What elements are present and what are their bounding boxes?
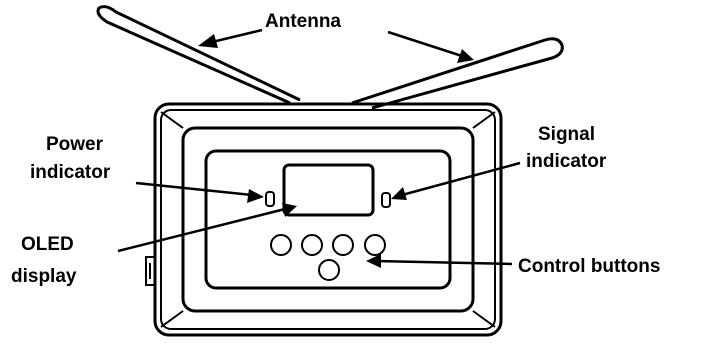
control-buttons-label: Control buttons	[518, 256, 660, 277]
power-indicator-label-line2: indicator	[30, 162, 111, 183]
signal-indicator-led	[381, 192, 391, 208]
power-indicator-label-line1: Power	[46, 134, 104, 155]
right-antenna	[351, 37, 564, 110]
oled-display-arrow	[117, 203, 297, 253]
control-button-5[interactable]	[318, 259, 340, 281]
control-button-3[interactable]	[332, 234, 354, 256]
signal-indicator-label-line1: Signal	[538, 124, 595, 145]
control-button-4[interactable]	[364, 234, 386, 256]
control-buttons-arrow	[366, 254, 513, 268]
oled-display	[282, 163, 375, 217]
signal-indicator-arrow	[391, 161, 521, 200]
oled-display-label-line1: OLED	[21, 234, 74, 255]
signal-indicator-label-line2: indicator	[526, 151, 607, 172]
device-housing	[145, 102, 503, 337]
control-button-group	[270, 234, 386, 281]
control-button-2[interactable]	[301, 234, 323, 256]
antenna-label: Antenna	[265, 11, 341, 32]
left-antenna	[96, 5, 301, 105]
oled-display-label-line2: display	[11, 266, 77, 287]
antenna-right-arrow	[387, 30, 474, 63]
antenna-left-arrow	[198, 28, 263, 48]
control-panel	[204, 149, 452, 290]
inner-frame	[181, 126, 475, 313]
power-indicator-arrow	[135, 181, 264, 203]
control-button-1[interactable]	[270, 234, 292, 256]
power-indicator-led	[265, 191, 275, 207]
